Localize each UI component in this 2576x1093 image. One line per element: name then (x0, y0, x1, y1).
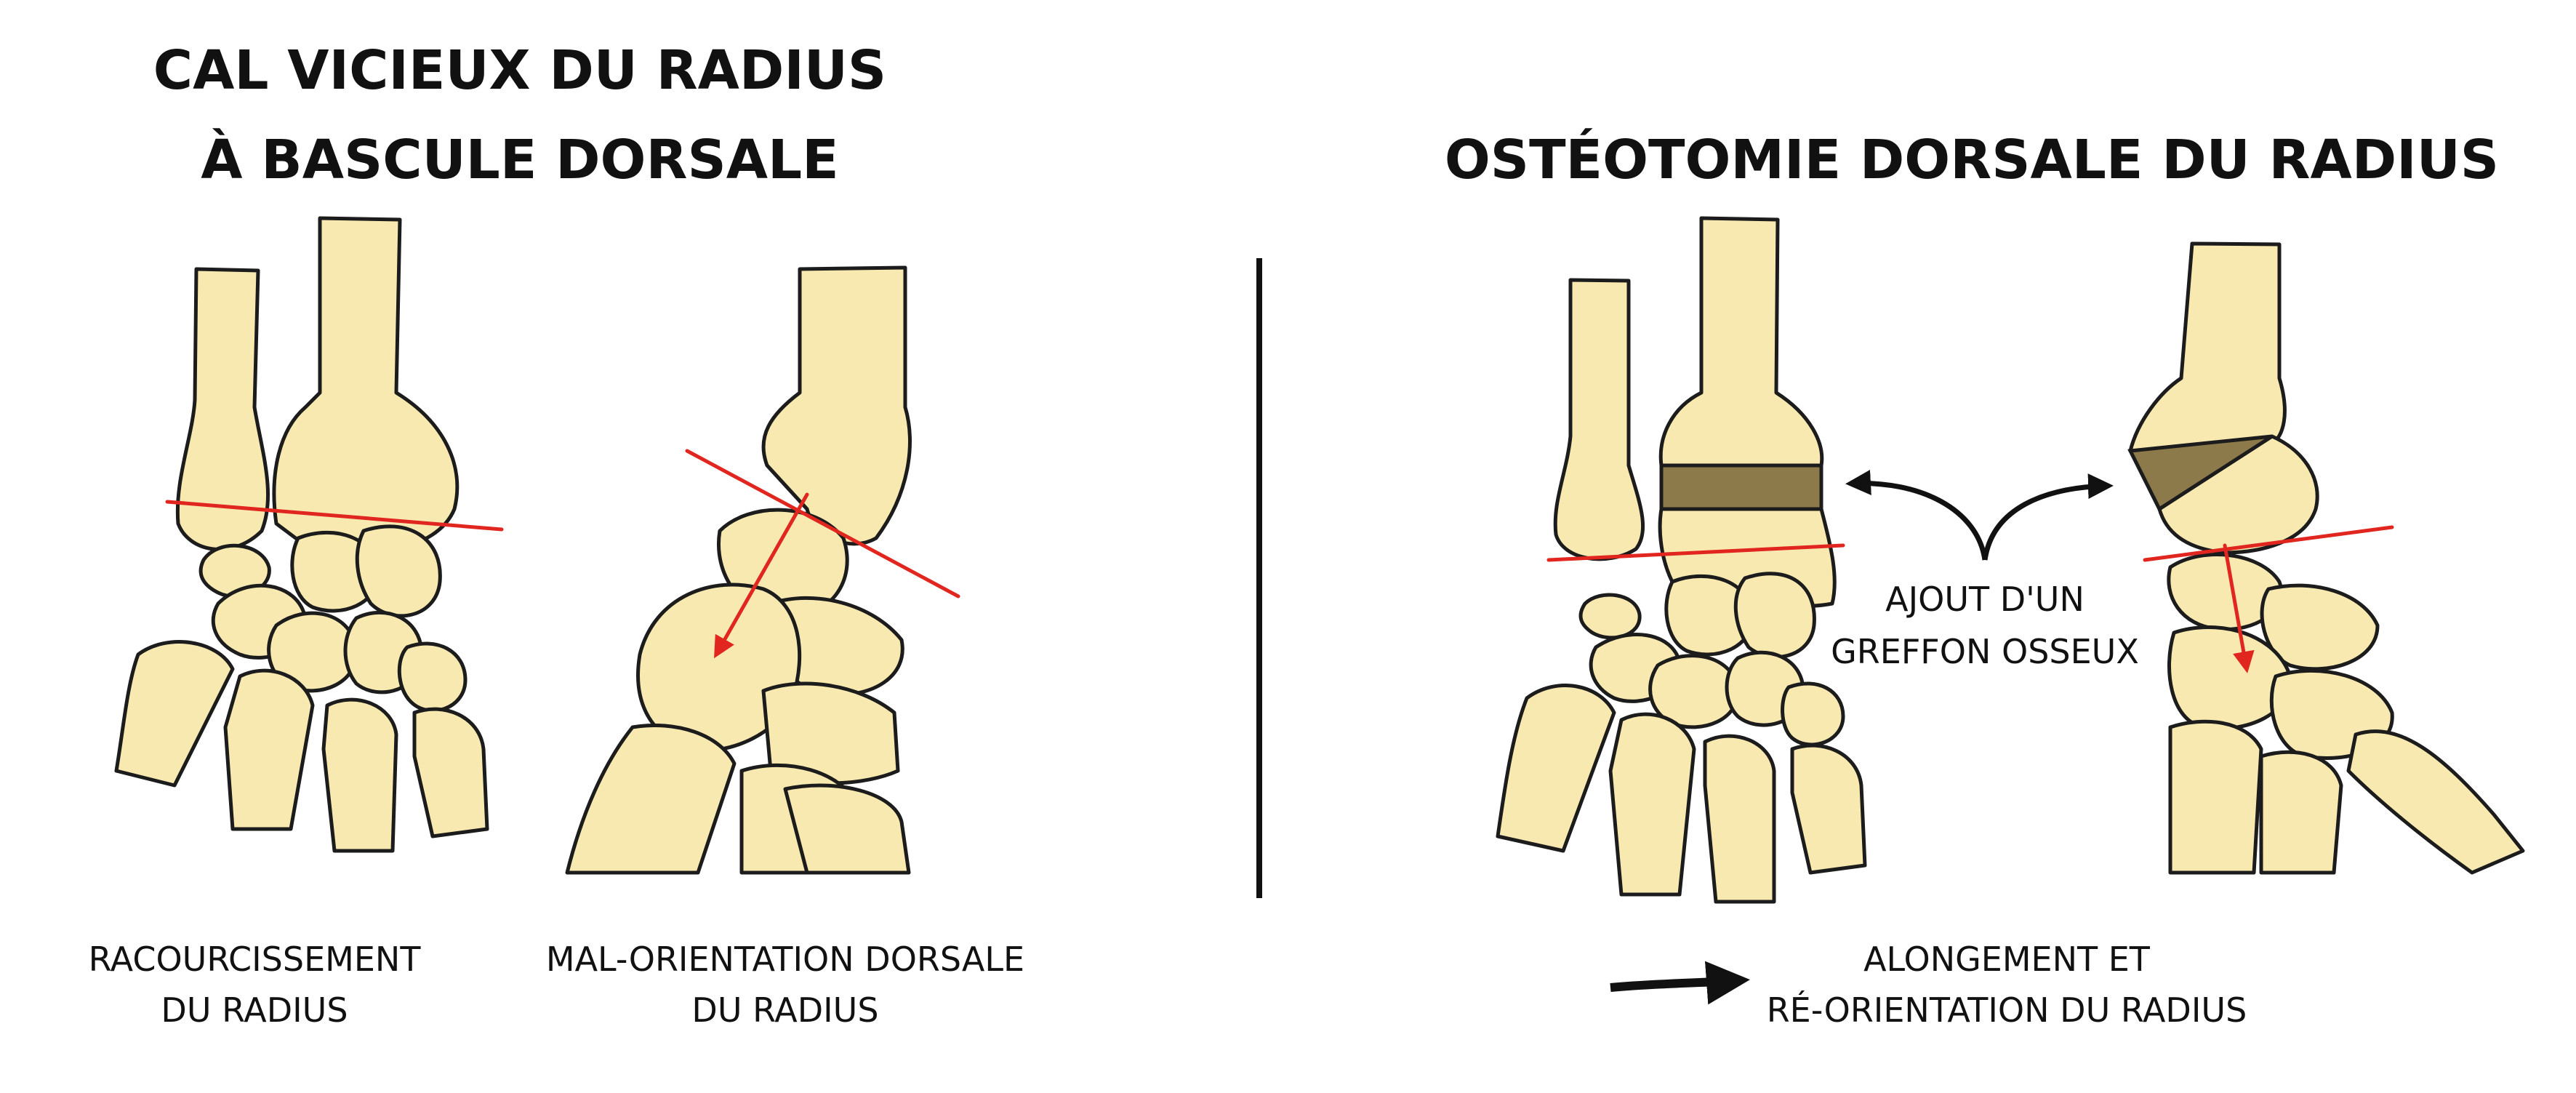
result-caption-line1: ALONGEMENT ET (1863, 940, 2151, 979)
caption-front-line2: DU RADIUS (161, 990, 348, 1030)
graft-label-line1: AJOUT D'UN (1885, 580, 2085, 619)
right-title: OSTÉOTOMIE DORSALE DU RADIUS (1445, 127, 2499, 191)
bone-graft-frontal (1659, 463, 1823, 511)
caption-side-line2: DU RADIUS (691, 990, 878, 1030)
wrist-frontal-corrected (1496, 216, 1867, 904)
result-arrow-icon (1610, 961, 1750, 1005)
wrist-lateral-corrected (2127, 241, 2525, 875)
wrist-frontal-shortened (114, 216, 504, 853)
caption-front-line1: RACOURCISSEMENT (89, 940, 422, 979)
wrist-lateral-tilted (565, 265, 960, 875)
result-caption-line2: RÉ-ORIENTATION DU RADIUS (1767, 990, 2247, 1030)
caption-side-line1: MAL-ORIENTATION DORSALE (546, 940, 1024, 979)
graft-callout (1845, 470, 2114, 561)
left-title-line1: CAL VICIEUX DU RADIUS (153, 39, 886, 102)
graft-label-line2: GREFFON OSSEUX (1831, 632, 2139, 671)
left-title-line2: À BASCULE DORSALE (201, 127, 838, 191)
